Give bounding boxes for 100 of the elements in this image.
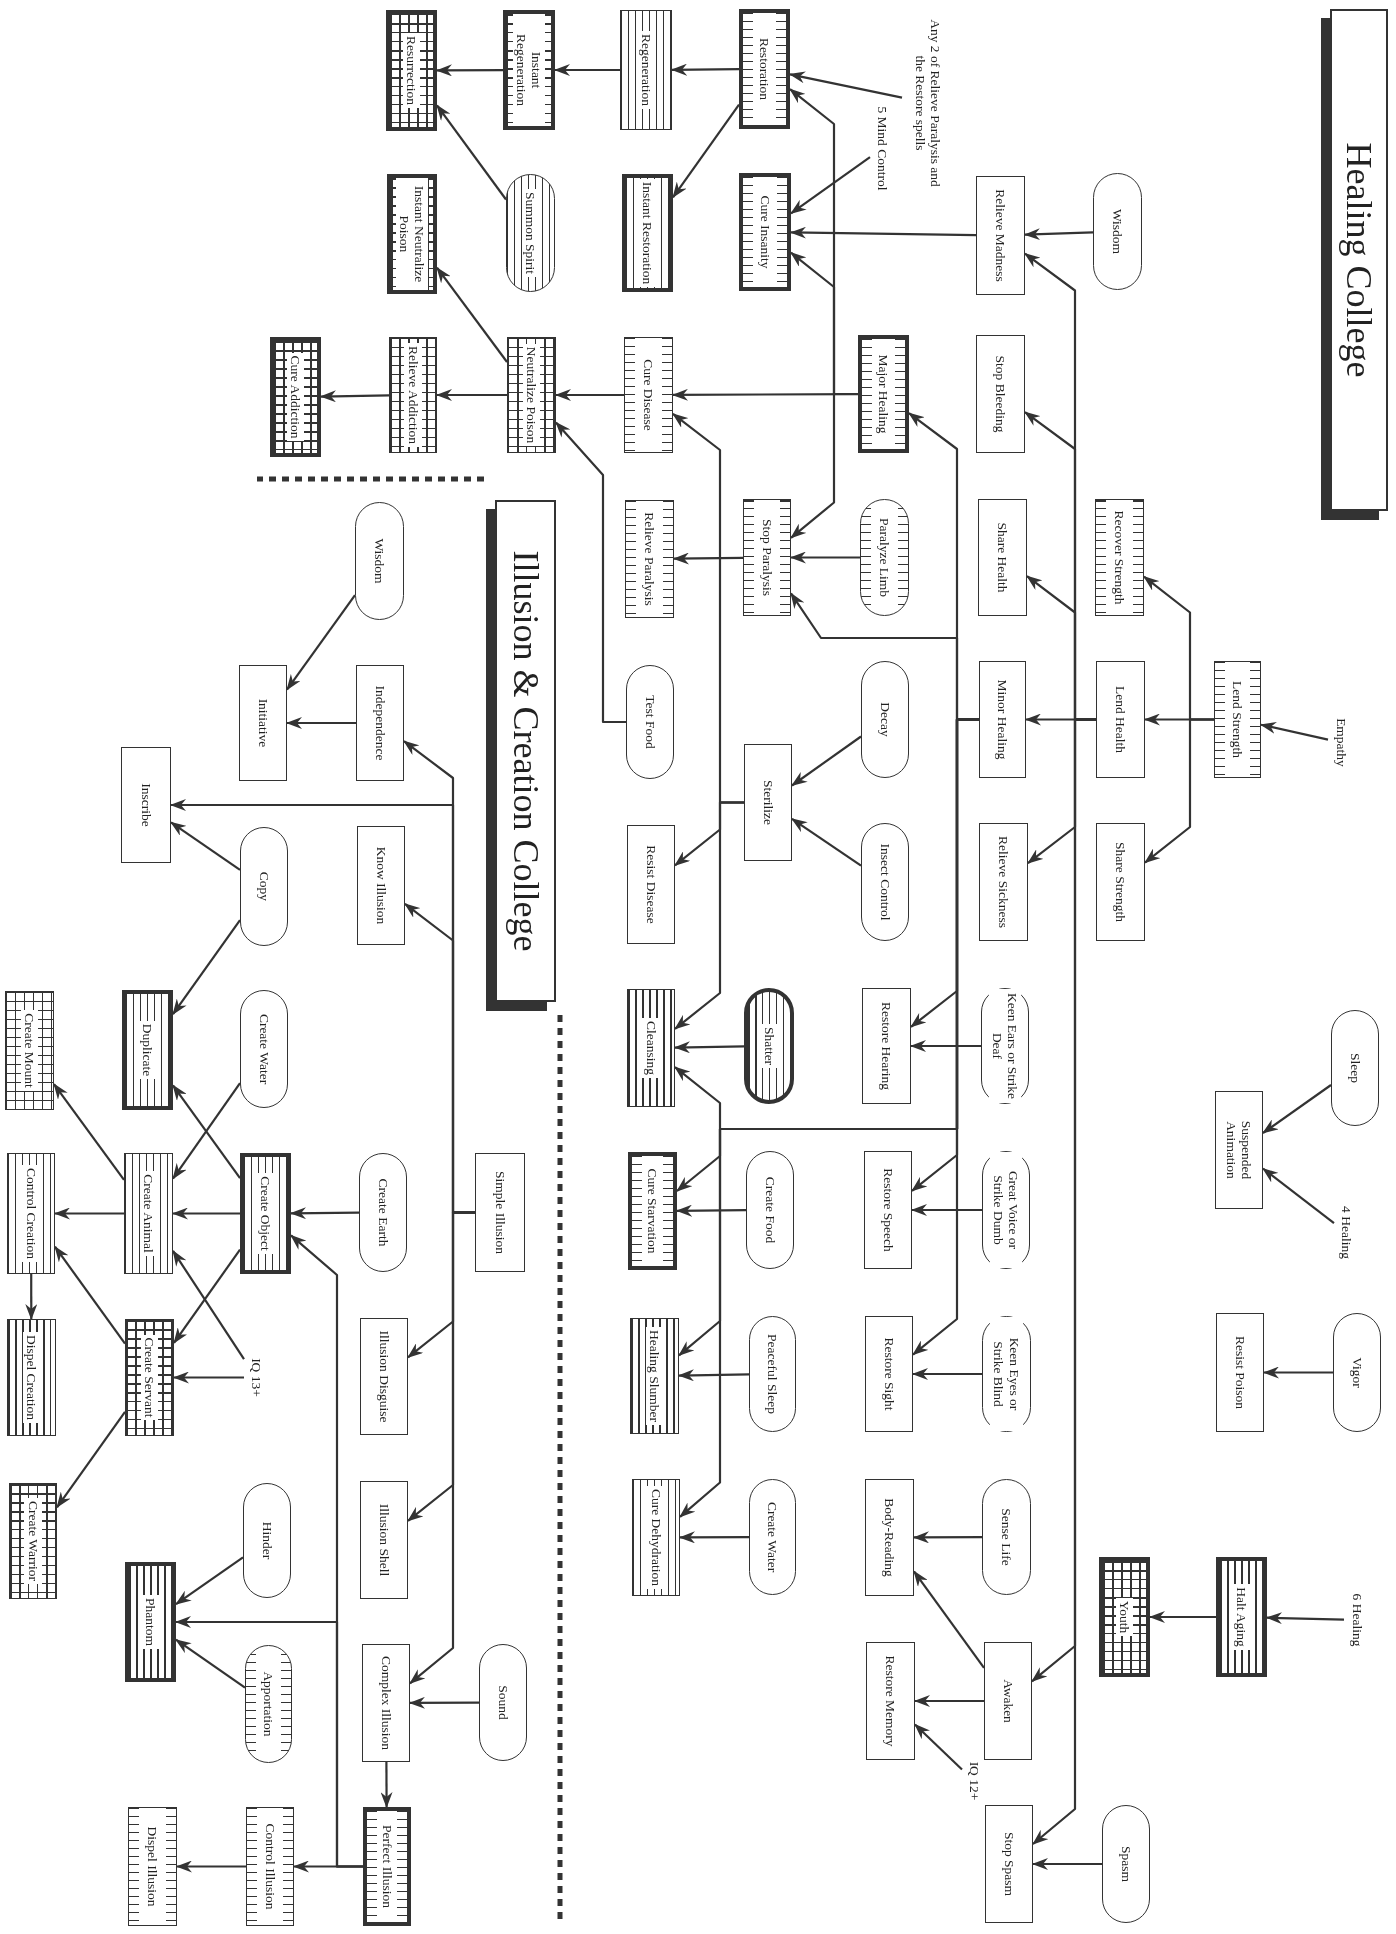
prerequisite-label: 5 Mind Control bbox=[870, 92, 894, 205]
prerequisite-label: Empathy bbox=[1328, 700, 1354, 785]
spell-box: Cure Insanity bbox=[739, 173, 791, 291]
spell-box: Illusion Shell bbox=[360, 1481, 408, 1599]
spell-box: Cure Addiction bbox=[270, 337, 321, 457]
arrow bbox=[380, 1762, 393, 1808]
arrow bbox=[1149, 1611, 1216, 1623]
arrow bbox=[436, 104, 507, 201]
spell-box: Dispel Illusion bbox=[128, 1807, 177, 1926]
arrow bbox=[676, 1204, 746, 1217]
spell-box: Neutralize Poison bbox=[507, 337, 556, 453]
spell-box: Create Object bbox=[240, 1153, 291, 1274]
college-title: Illusion & Creation College bbox=[486, 500, 556, 1011]
arrow bbox=[286, 717, 356, 729]
spell-box: Restore Speech bbox=[864, 1151, 912, 1269]
arrow bbox=[1024, 228, 1094, 241]
spell-box: Body-Reading bbox=[865, 1479, 914, 1596]
spell-box: Instant Restoration bbox=[622, 174, 673, 292]
arrow bbox=[54, 1207, 124, 1220]
spell-box: Relieve Paralysis bbox=[625, 500, 674, 618]
spell-box: Lend Strength bbox=[1214, 661, 1261, 778]
arrow bbox=[671, 63, 739, 76]
spell-box: Stop Spasm bbox=[985, 1805, 1033, 1923]
spell-box: Halt Aging bbox=[1216, 1557, 1267, 1677]
arrow bbox=[914, 1695, 984, 1707]
arrow bbox=[913, 1570, 985, 1669]
arrow bbox=[674, 1041, 744, 1054]
arrow bbox=[290, 1207, 359, 1220]
arrow bbox=[173, 1248, 241, 1344]
spell-box: Resist Disease bbox=[627, 825, 675, 944]
arrow bbox=[679, 1531, 749, 1544]
arrow bbox=[56, 1411, 126, 1509]
spell-box: Stop Paralysis bbox=[743, 499, 791, 616]
prerequisite-label: 4 Healing bbox=[1334, 1190, 1358, 1275]
arrow bbox=[913, 1531, 982, 1544]
arrow bbox=[673, 552, 743, 565]
arrow bbox=[554, 64, 620, 76]
spell-box: Instant Regeneration bbox=[503, 10, 555, 130]
arrow bbox=[436, 389, 507, 401]
arrow bbox=[1144, 718, 1214, 864]
spell-box: Instant Neutralize Poison bbox=[387, 174, 437, 294]
spell-box: Cure Starvation bbox=[628, 1152, 677, 1270]
spell-box: Suspended Animation bbox=[1215, 1091, 1263, 1209]
spell-box: Relieve Sickness bbox=[979, 823, 1028, 941]
arrow bbox=[1260, 722, 1329, 741]
arrow bbox=[791, 735, 862, 787]
spell-box: Youth bbox=[1099, 1557, 1150, 1677]
prerequisite-label: Any 2 of Relieve Paralysis and the Restore spells bbox=[902, 10, 954, 196]
arrow bbox=[172, 1250, 245, 1360]
arrow bbox=[176, 1860, 246, 1873]
spell-box: Know Illusion bbox=[357, 826, 405, 945]
arrow bbox=[555, 389, 624, 401]
arrow bbox=[173, 1371, 244, 1384]
spell-box: Share Strength bbox=[1096, 823, 1145, 941]
spell-box: Initiative bbox=[239, 665, 287, 781]
arrow bbox=[409, 1696, 479, 1709]
prerequisite-label: 6 Healing bbox=[1344, 1578, 1370, 1662]
arrow bbox=[175, 1556, 244, 1606]
spell-box: Inscribe bbox=[121, 747, 171, 863]
arrow bbox=[54, 1245, 126, 1345]
arrow bbox=[175, 1638, 246, 1689]
spell-box: Relieve Madness bbox=[976, 176, 1025, 295]
arrow bbox=[53, 1083, 125, 1181]
spell-box: Create Warrior bbox=[9, 1483, 57, 1599]
arrow bbox=[1032, 1858, 1102, 1870]
arrow bbox=[286, 594, 356, 691]
arrow bbox=[1262, 1167, 1335, 1225]
spell-box: Healing Slumber bbox=[630, 1318, 679, 1434]
arrow bbox=[789, 71, 903, 99]
arrow bbox=[791, 817, 862, 867]
spell-box: Complex Illusion bbox=[362, 1644, 410, 1762]
spell-box: Minor Healing bbox=[979, 661, 1026, 778]
arrow bbox=[555, 421, 626, 724]
spell-box: Resurrection bbox=[386, 10, 437, 131]
spell-box: Illusion Disguise bbox=[360, 1318, 408, 1435]
arrow bbox=[911, 1204, 982, 1216]
arrow bbox=[790, 551, 860, 564]
spell-box: Sterilize bbox=[744, 744, 792, 861]
spell-box: Create Servant bbox=[125, 1319, 174, 1436]
spell-box: Independence bbox=[356, 665, 404, 781]
spell-box: Restore Hearing bbox=[862, 988, 911, 1104]
spell-box: Create Mount bbox=[5, 991, 54, 1110]
college-title: Healing College bbox=[1321, 9, 1388, 520]
spell-box: Relieve Addiction bbox=[389, 337, 437, 453]
arrow bbox=[290, 1234, 363, 1868]
arrow bbox=[1263, 1366, 1333, 1379]
arrow bbox=[1262, 1084, 1332, 1134]
arrow bbox=[790, 226, 976, 239]
arrow bbox=[172, 1207, 240, 1220]
spell-box: Phantom bbox=[125, 1562, 176, 1682]
spell-box: Resist Poison bbox=[1216, 1313, 1264, 1432]
arrow bbox=[170, 821, 241, 871]
prerequisite-label: IQ 12+ bbox=[962, 1750, 986, 1812]
spell-box: Create Animal bbox=[124, 1153, 173, 1274]
spell-box: Stop Bleeding bbox=[976, 335, 1025, 453]
spell-box: Control Creation bbox=[7, 1153, 55, 1274]
arrow bbox=[1266, 1612, 1345, 1625]
spell-box: Restore Sight bbox=[865, 1316, 913, 1432]
arrow bbox=[674, 801, 744, 1030]
arrow bbox=[25, 1274, 38, 1320]
